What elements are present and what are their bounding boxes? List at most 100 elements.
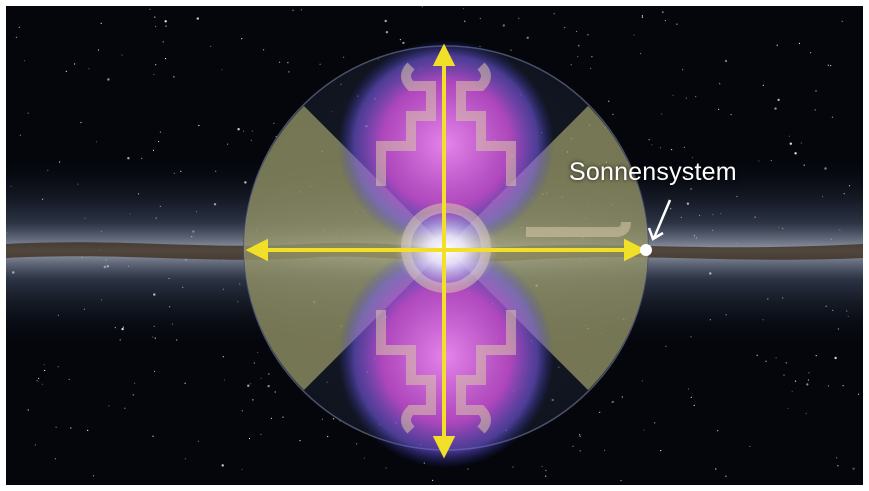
star (719, 83, 721, 85)
star (432, 479, 434, 481)
star (687, 388, 690, 390)
star (292, 9, 294, 11)
star (621, 396, 623, 398)
star (604, 449, 606, 451)
star (196, 17, 199, 20)
star (15, 36, 17, 38)
star (92, 475, 95, 477)
star (526, 36, 529, 39)
star (356, 443, 358, 445)
star (227, 143, 229, 145)
star (756, 354, 758, 356)
star (577, 56, 579, 58)
star (660, 450, 662, 452)
star (794, 152, 797, 155)
star (785, 362, 787, 364)
star (87, 429, 89, 431)
star (260, 377, 262, 379)
star (672, 94, 674, 96)
star (402, 41, 405, 45)
star (648, 139, 650, 141)
star (152, 149, 155, 151)
star (576, 30, 578, 33)
star (572, 445, 574, 447)
star (810, 52, 812, 54)
star (659, 147, 662, 149)
star (222, 356, 224, 358)
star (248, 437, 251, 440)
star (263, 49, 265, 51)
star (74, 63, 76, 65)
star (512, 466, 514, 468)
star (43, 364, 45, 366)
star (633, 34, 635, 36)
star (158, 140, 160, 143)
star (814, 109, 816, 111)
star (38, 377, 40, 380)
star (662, 11, 664, 13)
galaxy-illustration: Sonnensystem (6, 6, 863, 485)
galaxy-svg (6, 6, 863, 485)
star (270, 417, 273, 419)
star (384, 19, 387, 23)
star (80, 121, 82, 124)
star (121, 54, 123, 56)
star (852, 467, 855, 470)
star (717, 430, 719, 432)
arrow-head-right (624, 238, 647, 262)
star (253, 362, 255, 364)
star (805, 412, 807, 414)
star (159, 131, 161, 133)
star (654, 422, 656, 424)
star (154, 16, 156, 18)
star (591, 56, 593, 58)
star (327, 435, 329, 438)
star (100, 22, 102, 24)
arrow-head-down (432, 436, 456, 459)
star (95, 141, 98, 143)
star (363, 457, 365, 459)
star (715, 468, 717, 470)
star (464, 20, 466, 22)
star (23, 60, 25, 62)
star (671, 149, 673, 151)
star (132, 394, 134, 396)
star (564, 27, 566, 29)
star (385, 467, 387, 469)
star (788, 135, 791, 137)
pointer-arrow-icon (647, 199, 672, 241)
star (815, 355, 817, 357)
star (165, 25, 167, 27)
solar-system-dot (640, 244, 652, 256)
star (243, 130, 245, 132)
star (173, 76, 175, 78)
star (241, 468, 243, 470)
star (827, 385, 830, 387)
star (247, 384, 250, 387)
star (787, 407, 789, 409)
star (510, 49, 512, 51)
star (299, 440, 301, 442)
star (44, 369, 46, 372)
star (834, 356, 837, 360)
star (55, 426, 57, 428)
star (149, 8, 151, 10)
star (321, 418, 323, 420)
star (651, 144, 653, 146)
star (518, 17, 520, 19)
star (541, 465, 543, 468)
star (725, 475, 727, 477)
star (762, 84, 764, 86)
star (837, 465, 839, 467)
star (777, 98, 780, 102)
star (274, 391, 276, 393)
star (664, 20, 667, 22)
star (65, 70, 67, 72)
star (34, 444, 36, 446)
star (502, 24, 505, 27)
star (162, 41, 164, 43)
star (798, 42, 801, 45)
star (612, 401, 614, 403)
star (184, 382, 186, 384)
